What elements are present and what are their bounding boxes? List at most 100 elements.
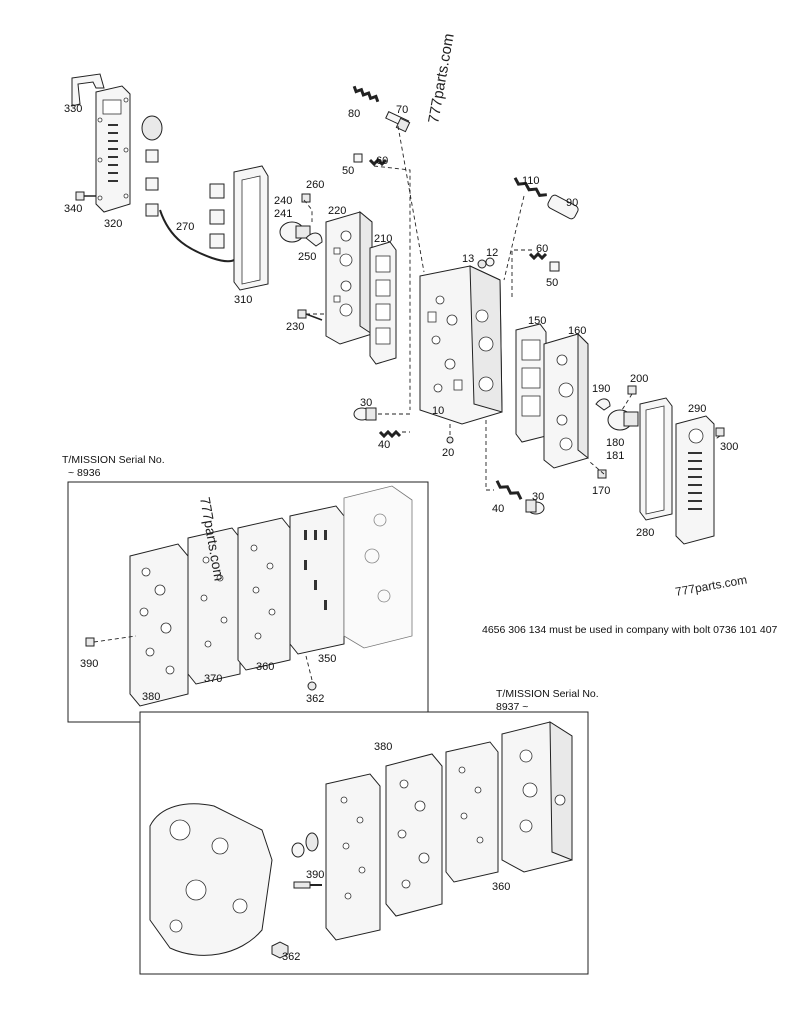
part-110-spring xyxy=(513,177,547,197)
assembly-leaders xyxy=(84,125,721,491)
label-340: 340 xyxy=(64,203,82,215)
part-250-clip xyxy=(305,232,323,247)
part-80-spring xyxy=(352,85,380,103)
label-20: 20 xyxy=(442,447,454,459)
label-330: 330 xyxy=(64,103,82,115)
label-50b: 50 xyxy=(546,277,558,289)
label-upper-360: 360 xyxy=(256,661,274,673)
label-241: 241 xyxy=(274,208,292,220)
label-40a: 40 xyxy=(378,439,390,451)
label-181: 181 xyxy=(606,450,624,462)
part-310-gasket xyxy=(233,165,269,291)
label-60b: 60 xyxy=(536,243,548,255)
part-260-screw xyxy=(301,193,311,203)
lower-housing xyxy=(149,803,273,956)
label-10: 10 xyxy=(432,405,444,417)
label-160: 160 xyxy=(568,325,586,337)
label-30a: 30 xyxy=(360,397,372,409)
upper-350-plate xyxy=(289,505,345,655)
part-270-harness xyxy=(141,115,238,263)
part-50-right xyxy=(549,261,560,272)
label-320: 320 xyxy=(104,218,122,230)
lower-plug-ring xyxy=(291,832,319,858)
part-12-13-plug xyxy=(477,257,495,269)
part-150-gasket xyxy=(515,323,547,443)
lower-380-plate xyxy=(385,753,443,917)
label-300: 300 xyxy=(720,441,738,453)
part-labels: 330 320 340 270 310 80 70 60 50 260 240 … xyxy=(64,103,738,963)
upper-390-bolt xyxy=(85,635,137,647)
part-210-gasket xyxy=(369,241,397,365)
part-200-screw xyxy=(627,385,637,395)
label-upper-390: 390 xyxy=(80,658,98,670)
label-230: 230 xyxy=(286,321,304,333)
part-30-plug-lower xyxy=(525,499,545,515)
lower-390-bolt xyxy=(293,881,322,889)
label-190: 190 xyxy=(592,383,610,395)
upper-360-plate xyxy=(237,517,291,671)
label-200: 200 xyxy=(630,373,648,385)
part-160-body xyxy=(543,332,589,469)
part-20-ball xyxy=(446,436,454,444)
part-190-clip xyxy=(595,398,611,411)
label-40b: 40 xyxy=(492,503,504,515)
watermark-top: 777parts.com xyxy=(425,32,458,124)
part-240-solenoid xyxy=(279,221,311,243)
label-280: 280 xyxy=(636,527,654,539)
label-lower-360: 360 xyxy=(492,881,510,893)
upper-362-plug xyxy=(305,655,317,691)
part-90-valve xyxy=(547,194,579,220)
part-180-solenoid xyxy=(607,409,639,431)
label-90: 90 xyxy=(566,197,578,209)
label-150: 150 xyxy=(528,315,546,327)
upper-valve-body-ghost xyxy=(343,485,413,649)
serial-upper-line2: ~ 8936 xyxy=(68,467,101,479)
label-12: 12 xyxy=(486,247,498,259)
label-310: 310 xyxy=(234,294,252,306)
label-50a: 50 xyxy=(342,165,354,177)
part-300-bolt xyxy=(715,427,725,437)
label-180: 180 xyxy=(606,437,624,449)
label-upper-350: 350 xyxy=(318,653,336,665)
part-290-cover xyxy=(675,415,715,545)
part-60-spring-right xyxy=(528,251,548,261)
label-240: 240 xyxy=(274,195,292,207)
serial-lower-line1: T/MISSION Serial No. xyxy=(496,688,599,700)
label-220: 220 xyxy=(328,205,346,217)
part-220-body xyxy=(325,210,373,345)
part-30-plug-left xyxy=(353,407,377,421)
part-50-60-small xyxy=(353,153,388,167)
serial-upper-line1: T/MISSION Serial No. xyxy=(62,454,165,466)
label-lower-390: 390 xyxy=(306,869,324,881)
upper-380-plate xyxy=(129,543,189,707)
label-170: 170 xyxy=(592,485,610,497)
label-290: 290 xyxy=(688,403,706,415)
part-10-main-body xyxy=(419,265,503,425)
label-210: 210 xyxy=(374,233,392,245)
label-110: 110 xyxy=(522,175,540,187)
label-70: 70 xyxy=(396,104,408,116)
label-80: 80 xyxy=(348,108,360,120)
label-270: 270 xyxy=(176,221,194,233)
label-lower-362: 362 xyxy=(282,951,300,963)
label-250: 250 xyxy=(298,251,316,263)
label-upper-362: 362 xyxy=(306,693,324,705)
label-60a: 60 xyxy=(376,155,388,167)
upper-370-plate xyxy=(187,527,241,685)
part-40-spring-left xyxy=(378,429,402,439)
lower-separator-plate xyxy=(325,773,381,941)
part-40-spring-lower xyxy=(495,480,523,500)
label-lower-380: 380 xyxy=(374,741,392,753)
watermark-right: 777parts.com xyxy=(674,573,748,599)
label-upper-380: 380 xyxy=(142,691,160,703)
lower-360-plate xyxy=(445,741,499,883)
part-330-clip xyxy=(71,73,105,107)
part-280-gasket xyxy=(639,397,673,521)
part-70-valve xyxy=(385,111,411,133)
part-170-bolt xyxy=(597,469,607,479)
part-230-bolt xyxy=(297,309,323,321)
label-260: 260 xyxy=(306,179,324,191)
part-320-cover xyxy=(95,85,131,213)
